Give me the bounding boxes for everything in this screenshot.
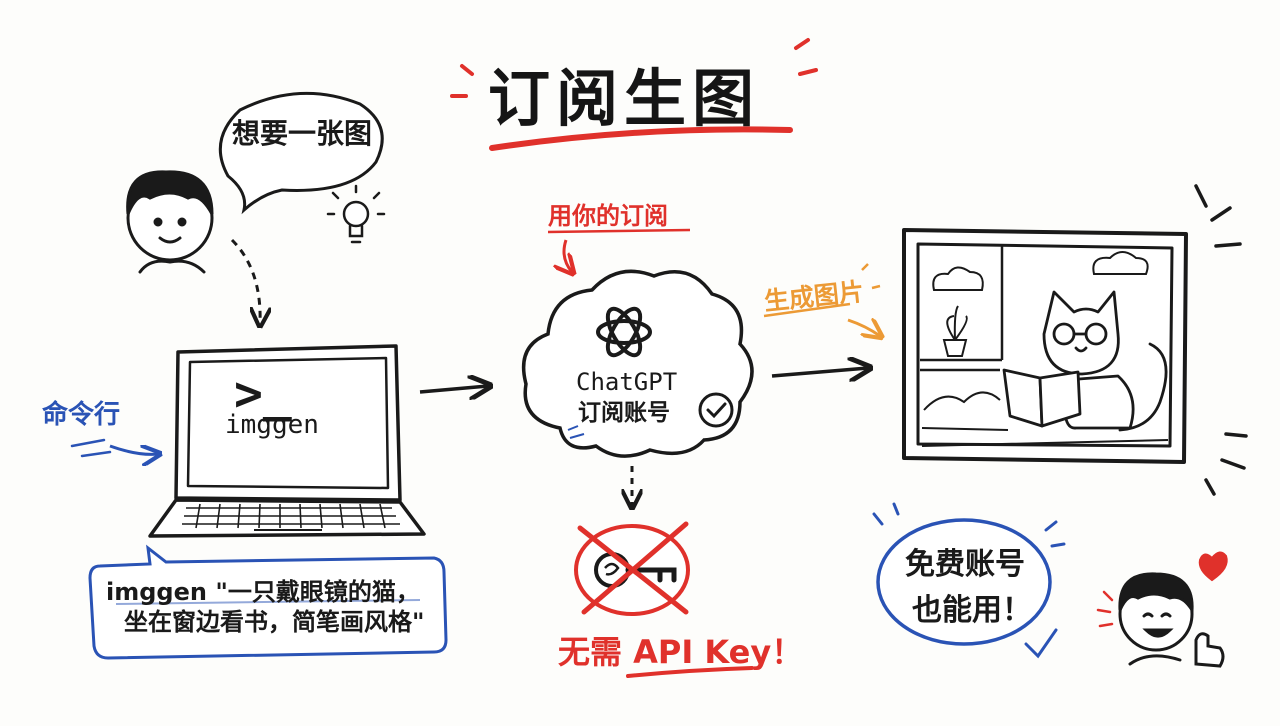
chatgpt-logo-icon [596, 306, 652, 358]
subscription-label: 用你的订阅 [548, 202, 668, 230]
cli-label: 命令行 [42, 400, 121, 430]
cli-arrow [109, 446, 158, 454]
user-to-laptop-arrow [230, 238, 260, 324]
free-account-line-2: 也能用！ [912, 593, 1032, 628]
generate-underline [763, 302, 851, 318]
generate-arrow [847, 320, 880, 336]
picture-details [923, 251, 1149, 411]
free-account-bubble [876, 518, 1052, 646]
example-command-line-1: imggen "一只戴眼镜的猫， [106, 578, 420, 606]
terminal-command: imggen [225, 410, 319, 440]
command-example-bubble [88, 544, 448, 660]
lightbulb-icon [326, 184, 386, 244]
subscription-underline [547, 228, 691, 234]
cat-illustration [1002, 290, 1168, 432]
laptop [148, 344, 426, 538]
subscription-arrow [564, 239, 572, 272]
cloud-to-picture-arrow [771, 368, 868, 376]
happy-user-avatar [1118, 572, 1225, 668]
terminal-prompt-symbol: >_ [234, 366, 292, 422]
picture-sparkles [1194, 184, 1248, 496]
user-avatar [126, 170, 214, 274]
heart-icon [1198, 551, 1228, 582]
free-bubble-marks [872, 502, 1066, 659]
user-speech-text: 想要一张图 [232, 117, 373, 150]
laptop-keyboard [182, 503, 400, 529]
no-api-key-icon [574, 521, 690, 616]
free-account-line-1: 免费账号 [905, 547, 1025, 582]
title-decoration [450, 38, 818, 151]
laptop-to-cloud-arrow [419, 386, 488, 392]
heart-marks [1096, 590, 1114, 628]
chatgpt-cloud [521, 269, 754, 458]
cloud-title: ChatGPT [576, 368, 678, 396]
page-title: 订阅生图 [488, 62, 761, 135]
no-api-key-label: 无需 API Key！ [558, 633, 804, 671]
user-speech-bubble [218, 91, 384, 215]
cloud-scribble [567, 425, 585, 439]
cloud-subtitle: 订阅账号 [578, 400, 670, 426]
example-command-line-2: 坐在窗边看书，简笔画风格" [124, 608, 425, 636]
cli-underline [70, 438, 112, 458]
generate-sparkle [861, 263, 881, 290]
verified-check-icon [698, 392, 734, 428]
no-key-underline [626, 666, 754, 678]
